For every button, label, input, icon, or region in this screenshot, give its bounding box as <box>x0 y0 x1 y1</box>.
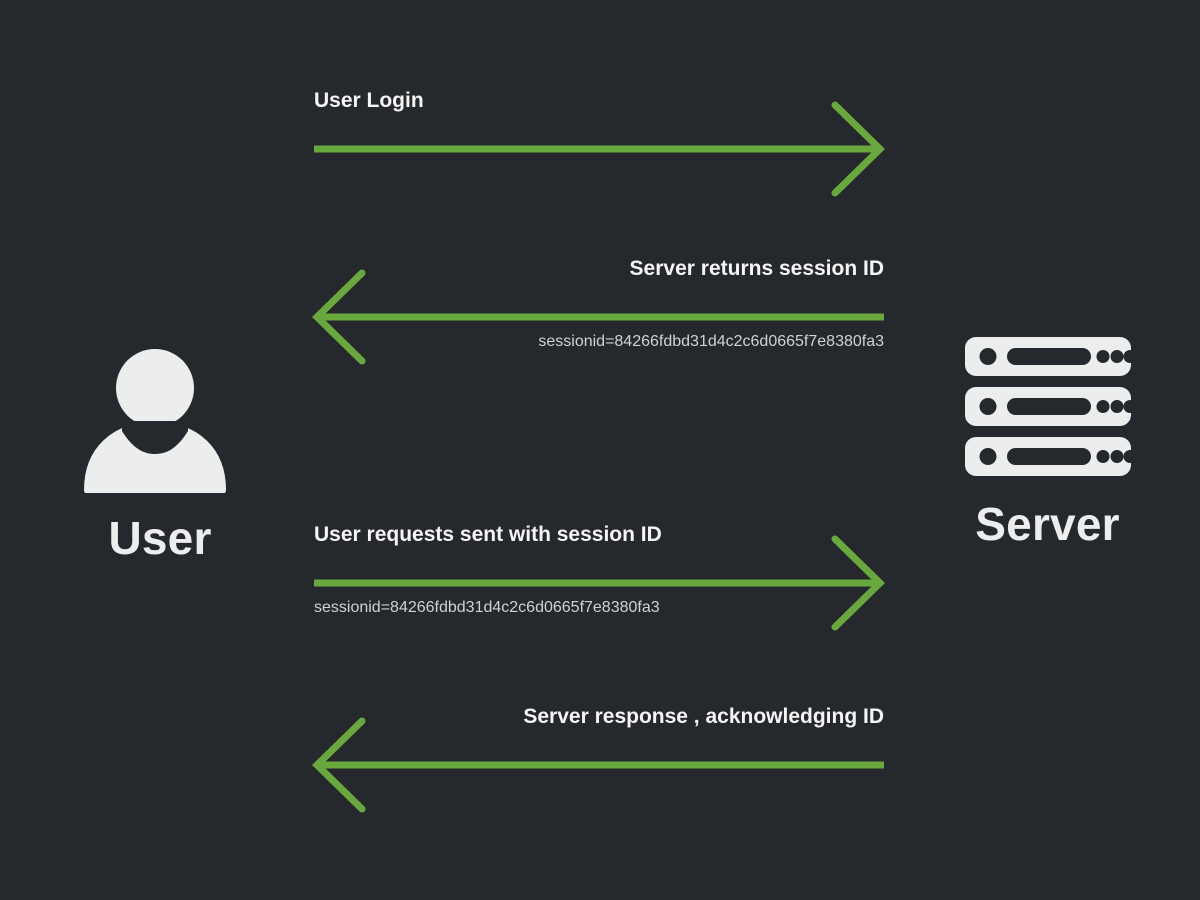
actor-server: Server <box>945 335 1150 547</box>
message-title: User requests sent with session ID <box>314 523 662 546</box>
message-server-returns-session-id: Server returns session ID sessionid=8426… <box>311 257 884 366</box>
arrow-left <box>311 717 884 813</box>
actor-user: User <box>60 335 260 561</box>
message-subtitle: sessionid=84266fdbd31d4c2c6d0665f7e8380f… <box>314 599 660 616</box>
server-rack-icon <box>964 337 1133 476</box>
message-user-login: User Login <box>314 89 886 200</box>
user-avatar-icon <box>84 349 226 493</box>
arrow-right <box>314 535 886 631</box>
message-subtitle: sessionid=84266fdbd31d4c2c6d0665f7e8380f… <box>538 333 884 350</box>
message-server-response-acknowledging-id: Server response , acknowledging ID <box>311 705 884 814</box>
arrow-right <box>314 101 886 197</box>
message-title: Server returns session ID <box>629 257 884 280</box>
arrow-left <box>311 269 884 365</box>
message-title: Server response , acknowledging ID <box>523 705 884 728</box>
message-user-requests-with-session-id: User requests sent with session ID sessi… <box>314 523 886 634</box>
message-title: User Login <box>314 89 424 112</box>
actor-server-label: Server <box>975 498 1120 550</box>
actor-user-label: User <box>108 512 212 564</box>
